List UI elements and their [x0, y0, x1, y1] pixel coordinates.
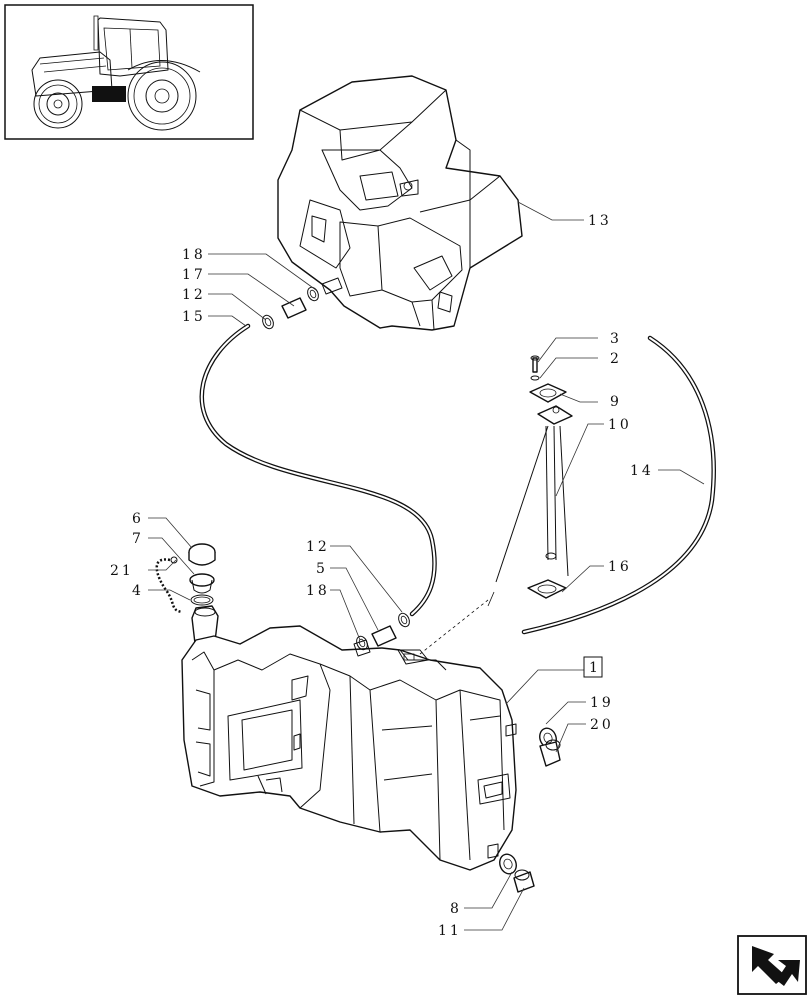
- drain-plugs: [499, 727, 561, 893]
- hose-14: [521, 335, 716, 635]
- callout-11: 11: [438, 923, 462, 939]
- fuel-sender-unit: [495, 355, 573, 599]
- callout-8: 8: [450, 901, 462, 917]
- callout-9: 9: [610, 394, 622, 410]
- upper-fuel-tank: [277, 75, 523, 331]
- callout-13: 13: [588, 213, 612, 229]
- callout-14: 14: [630, 463, 654, 479]
- hose-15: [199, 323, 437, 617]
- lower-hose-clamps: [356, 612, 410, 651]
- callout-18-lower: 18: [306, 583, 330, 599]
- callout-2: 2: [610, 351, 622, 367]
- callout-7: 7: [132, 531, 144, 547]
- callout-4: 4: [132, 583, 144, 599]
- callout-labels: 13 18 17 12 15 3 2 9 10 14 6 7 21 4 12 5…: [110, 213, 654, 939]
- callout-1: 1: [589, 660, 601, 676]
- callout-3: 3: [610, 331, 622, 347]
- callout-16: 16: [608, 559, 632, 575]
- callout-20: 20: [590, 717, 614, 733]
- callout-21: 21: [110, 563, 134, 579]
- callout-10: 10: [608, 417, 632, 433]
- callout-12-upper: 12: [182, 287, 206, 303]
- lower-fuel-tank: [181, 605, 517, 871]
- callout-box-1: [583, 656, 603, 678]
- callout-17: 17: [182, 267, 206, 283]
- next-page-arrow-icon[interactable]: [737, 935, 807, 995]
- tractor-thumbnail-icon: [4, 4, 254, 140]
- callout-12-lower: 12: [306, 539, 330, 555]
- callout-19: 19: [590, 695, 614, 711]
- callout-6: 6: [132, 511, 144, 527]
- filler-cap-assembly: [155, 543, 216, 614]
- callout-18-upper: 18: [182, 247, 206, 263]
- upper-hose-clamps: [262, 286, 319, 330]
- leader-lines: [148, 201, 705, 931]
- callout-5: 5: [316, 561, 328, 577]
- callout-15: 15: [182, 309, 206, 325]
